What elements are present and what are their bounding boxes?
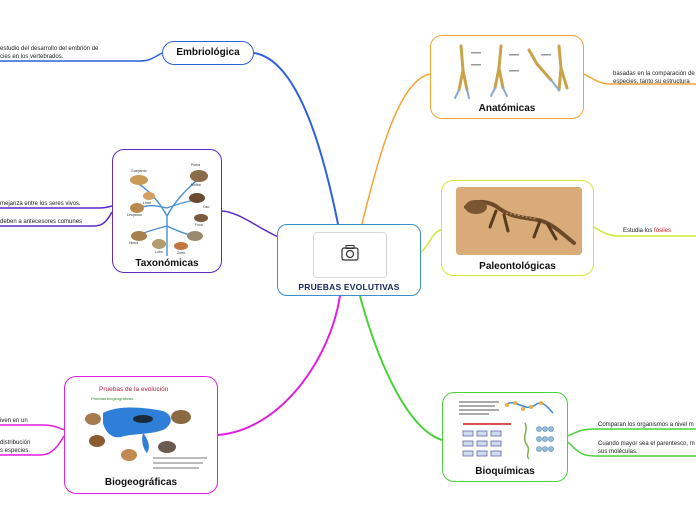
note-embriologica-2: cies en los vertebrados. — [0, 54, 64, 60]
camera-icon — [341, 245, 359, 261]
link-anatomicas — [361, 73, 431, 225]
link-bioquimicas — [359, 295, 443, 441]
biochemistry-image — [455, 397, 557, 463]
tax-label-puma: Puma — [191, 163, 200, 167]
branch-biogeograficas[interactable]: Pruebas de la evolución Pruebas biogeogr… — [64, 376, 218, 494]
note-bioquimicas-2: Cuando mayor sea el parentesco, m — [598, 441, 695, 447]
tax-label-oso: Oso — [203, 205, 209, 209]
bio-image-title: Pruebas de la evolución — [99, 386, 169, 393]
link-embriologica-note — [0, 52, 163, 62]
link-paleontologicas-note — [593, 226, 696, 237]
taxonomy-tree-image: Guepardo Puma Leopardo Lince Lobo Oso Hi… — [119, 156, 215, 256]
branch-embriologica-label: Embriológica — [176, 47, 240, 58]
link-taxonomicas-note2 — [0, 211, 113, 227]
tax-label-guepardo: Guepardo — [131, 169, 147, 173]
tax-label-hiena: Hiena — [129, 241, 138, 245]
tax-label-morsa: Morsa — [191, 183, 201, 187]
note-taxonomicas-2: deben a antecesores comunes — [0, 219, 83, 225]
link-taxonomicas-note1 — [0, 205, 113, 209]
note-embriologica-1: estudio del desarrollo del embrión de — [0, 46, 99, 52]
note-anatomicas-1: basadas en la comparación de — [613, 71, 695, 77]
branch-taxonomicas[interactable]: Guepardo Puma Leopardo Lince Lobo Oso Hi… — [112, 149, 222, 273]
branch-bioquimicas[interactable]: Bioquímicas — [442, 392, 568, 482]
biogeography-image: Pruebas de la evolución Pruebas biogeogr… — [73, 383, 211, 475]
tax-label-lobo: Lobo — [155, 250, 163, 254]
branch-embriologica[interactable]: Embriológica — [162, 41, 254, 65]
branch-bioquimicas-label: Bioquímicas — [475, 466, 535, 477]
link-taxonomicas — [221, 210, 286, 241]
link-anatomicas-note — [583, 73, 696, 85]
note-paleontologicas-fosiles: fósiles — [654, 228, 672, 234]
branch-anatomicas[interactable]: Anatómicas — [430, 35, 584, 119]
note-biogeograficas-2: distribución — [0, 440, 31, 446]
fossil-image — [456, 187, 582, 255]
tax-label-foca: Foca — [195, 223, 203, 227]
tax-label-lince: Lince — [143, 201, 151, 205]
central-topic[interactable]: PRUEBAS EVOLUTIVAS — [277, 224, 421, 296]
link-bioquimicas-note2 — [567, 441, 696, 457]
link-bioquimicas-note1 — [567, 428, 696, 437]
note-anatomicas-2: especies, tanto su estructura — [613, 79, 690, 85]
note-taxonomicas-1: mejanza entre los seres vivos. — [0, 201, 81, 207]
link-embriologica — [253, 52, 339, 225]
branch-biogeograficas-label: Biogeográficas — [104, 477, 178, 488]
branch-anatomicas-label: Anatómicas — [478, 103, 536, 114]
note-paleontologicas-prefix: Estudia los — [623, 228, 655, 234]
link-biogeograficas-note1 — [0, 424, 65, 431]
branch-paleontologicas[interactable]: Paleontológicas — [441, 180, 594, 276]
note-paleontologicas: Estudia los fósiles — [623, 227, 671, 235]
tax-label-zorro: Zorro — [177, 251, 185, 255]
link-paleontologicas — [420, 229, 442, 253]
note-bioquimicas-3: sus moléculas. — [598, 449, 638, 455]
note-biogeograficas-3: s especies. — [0, 448, 31, 454]
note-bioquimicas-1: Comparan los organismos a nivel m — [598, 422, 694, 428]
link-biogeograficas-note2 — [0, 435, 65, 456]
anatomy-limbs-image — [441, 40, 575, 102]
bio-image-subtitle: Pruebas biogeográficas — [91, 396, 133, 401]
image-placeholder — [313, 232, 387, 278]
branch-paleontologicas-label: Paleontológicas — [479, 261, 556, 272]
link-biogeograficas — [217, 295, 341, 436]
tax-label-leopardo: Leopardo — [127, 213, 142, 217]
branch-taxonomicas-label: Taxonómicas — [135, 258, 199, 269]
note-biogeograficas-1: iven en un — [0, 418, 28, 424]
central-topic-title: PRUEBAS EVOLUTIVAS — [298, 282, 400, 292]
